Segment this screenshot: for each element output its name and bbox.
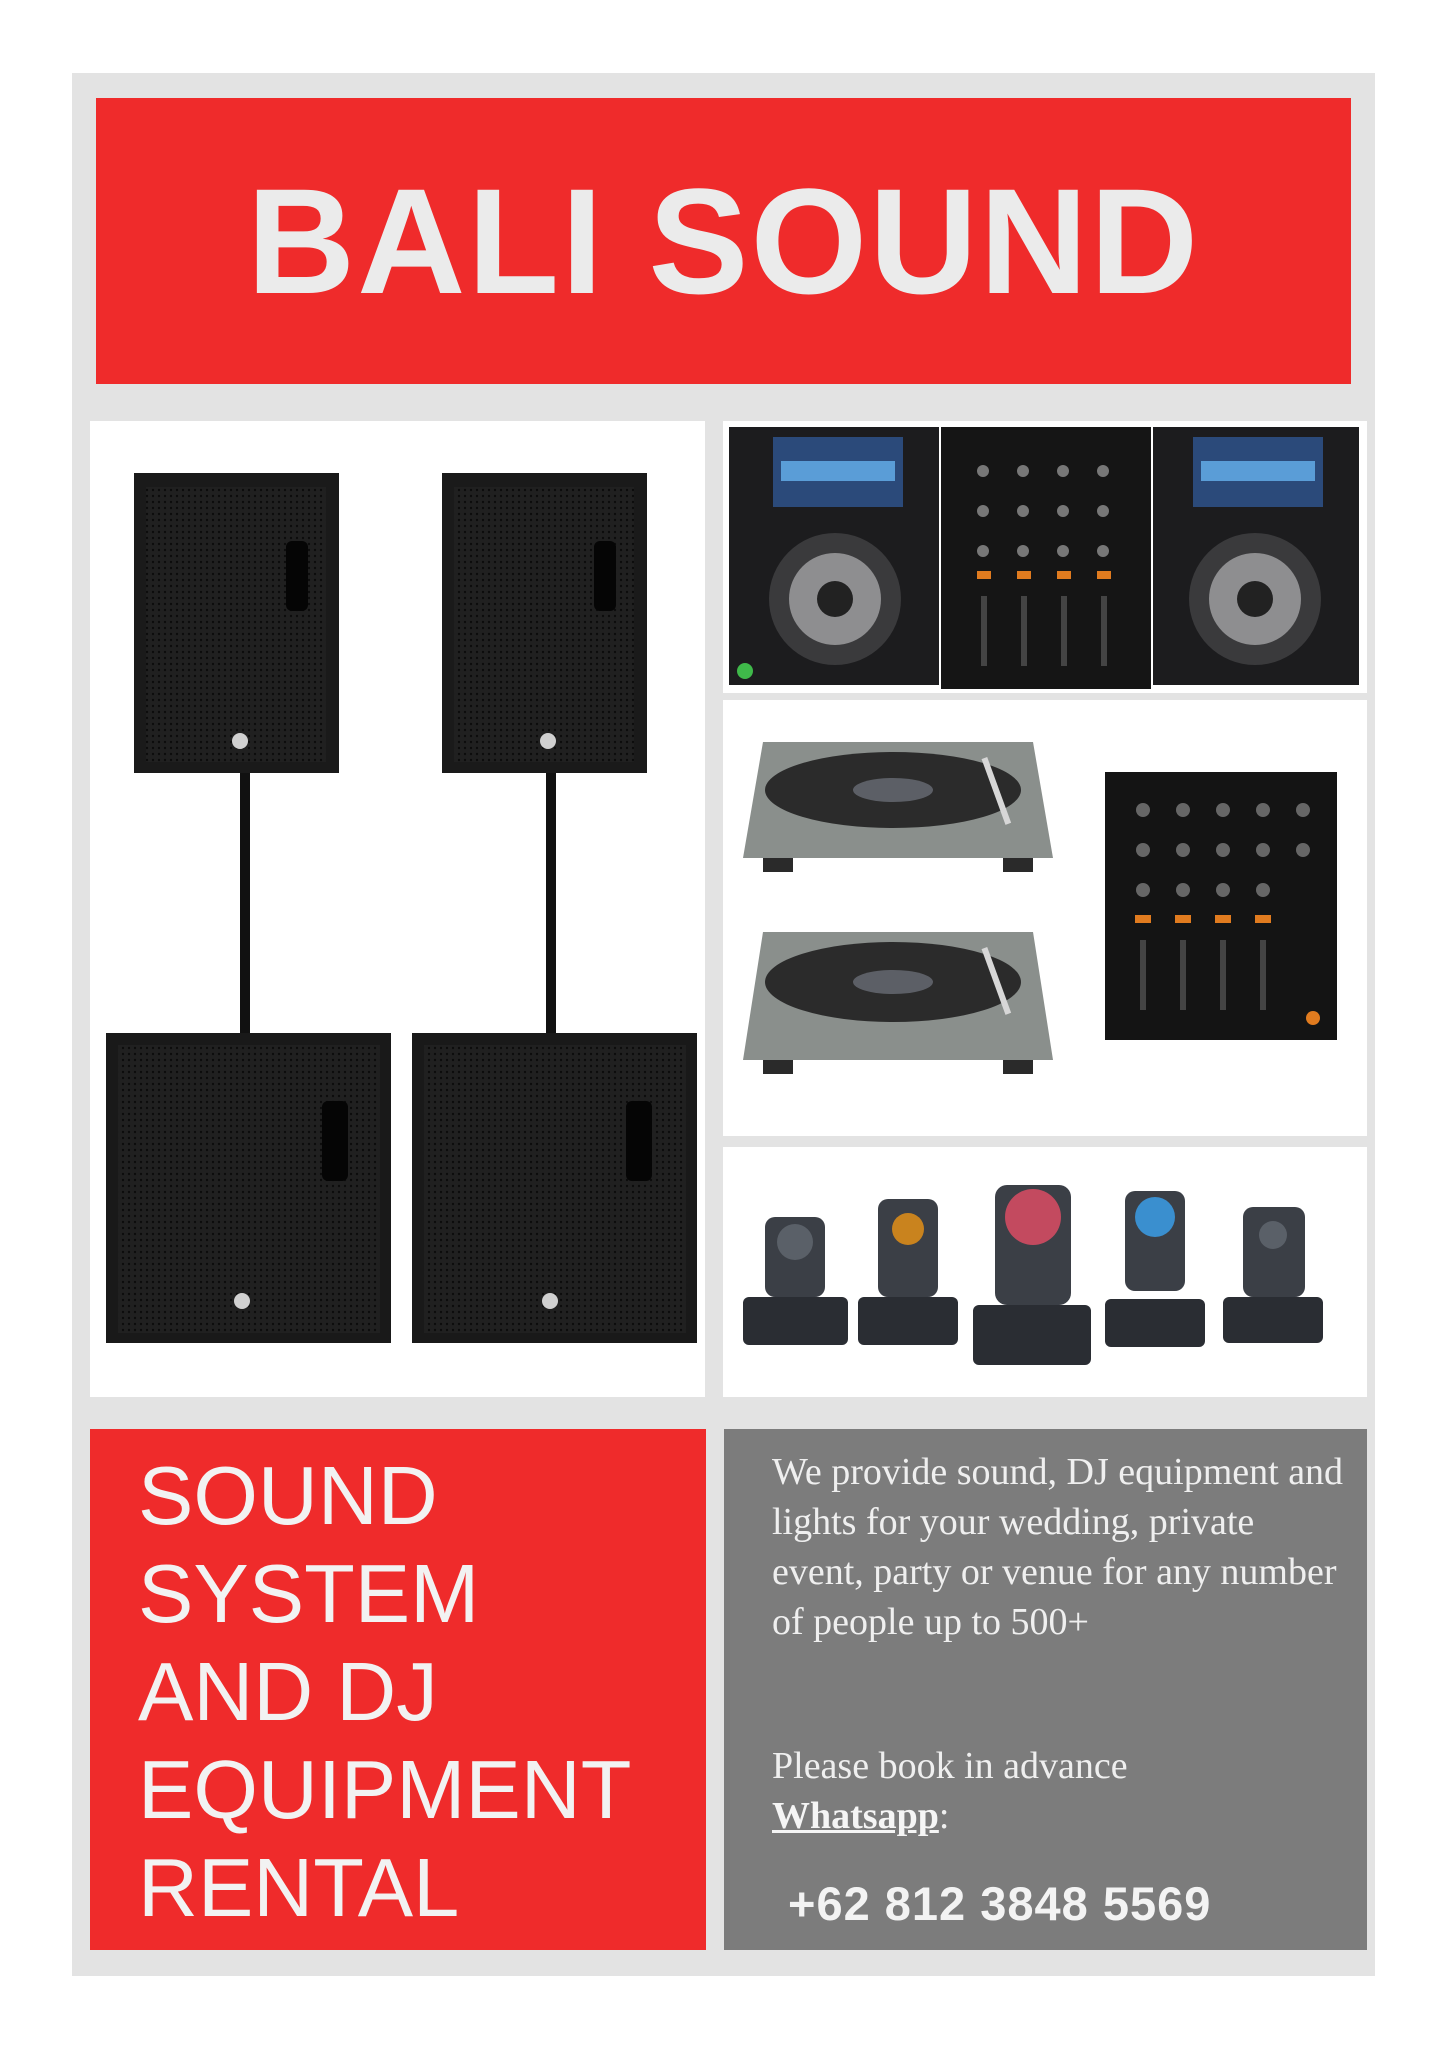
speaker-stack-left-icon	[106, 473, 391, 1343]
phone-number[interactable]: +62 812 3848 5569	[788, 1877, 1212, 1930]
whatsapp-link[interactable]: Whatsapp	[772, 1795, 939, 1837]
moving-head-light-icon	[1223, 1207, 1323, 1343]
brand-title: BALI SOUND	[246, 156, 1201, 325]
cdj-right-icon	[1153, 427, 1359, 685]
rental-banner: SOUND SYSTEM AND DJ EQUIPMENT RENTAL	[90, 1429, 706, 1950]
moving-head-lights-photo	[723, 1147, 1367, 1397]
booking-note: Please book in advance	[772, 1745, 1128, 1787]
speakers-photo	[90, 421, 705, 1397]
moving-head-light-icon	[973, 1185, 1091, 1365]
turntables-photo	[723, 700, 1367, 1136]
whatsapp-line: Whatsapp:	[772, 1791, 949, 1841]
info-panel: We provide sound, DJ equipment and light…	[724, 1429, 1367, 1950]
turntable-bottom-icon	[743, 932, 1053, 1074]
whatsapp-colon: :	[938, 1795, 950, 1837]
moving-head-light-icon	[858, 1199, 958, 1345]
dj-mixer-icon	[941, 427, 1151, 689]
cdj-setup-photo	[723, 421, 1367, 693]
turntable-top-icon	[743, 742, 1053, 872]
moving-head-light-icon	[1105, 1191, 1205, 1347]
rental-heading: SOUND SYSTEM AND DJ EQUIPMENT RENTAL	[138, 1449, 632, 1934]
moving-head-light-icon	[743, 1217, 848, 1345]
header-banner: BALI SOUND	[96, 98, 1351, 384]
speaker-stack-right-icon	[412, 473, 697, 1343]
service-description: We provide sound, DJ equipment and light…	[772, 1451, 1344, 1643]
pioneer-mixer-icon	[1105, 772, 1337, 1040]
cdj-left-icon	[729, 427, 939, 685]
